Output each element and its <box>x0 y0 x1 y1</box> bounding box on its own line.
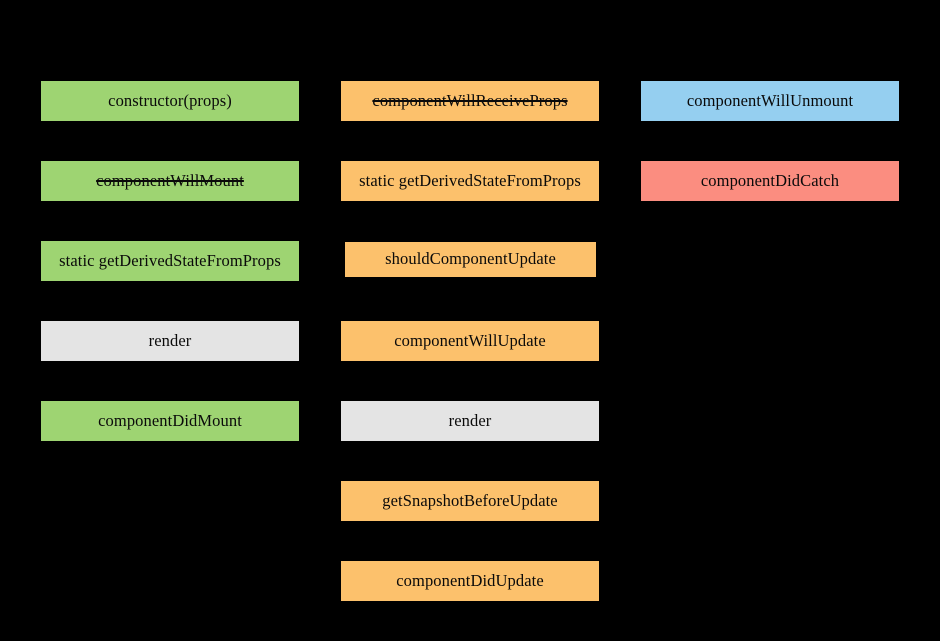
lifecycle-box-get-derived-state-from-props-update: static getDerivedStateFromProps <box>341 161 599 201</box>
lifecycle-box-should-component-update: shouldComponentUpdate <box>345 242 596 277</box>
lifecycle-box-component-did-update: componentDidUpdate <box>341 561 599 601</box>
lifecycle-box-component-will-mount: componentWillMount <box>41 161 299 201</box>
lifecycle-box-get-snapshot-before-update: getSnapshotBeforeUpdate <box>341 481 599 521</box>
lifecycle-box-label: render <box>448 410 492 430</box>
lifecycle-box-component-did-mount: componentDidMount <box>41 401 299 441</box>
lifecycle-box-label: componentWillUpdate <box>394 330 546 350</box>
lifecycle-box-label: componentWillMount <box>96 170 244 190</box>
lifecycle-box-render-update: render <box>341 401 599 441</box>
lifecycle-box-label: componentDidCatch <box>700 170 840 190</box>
lifecycle-box-component-will-receive-props: componentWillReceiveProps <box>341 81 599 121</box>
lifecycle-box-label: constructor(props) <box>108 90 232 110</box>
lifecycle-box-component-will-unmount: componentWillUnmount <box>641 81 899 121</box>
lifecycle-box-label: static getDerivedStateFromProps <box>359 170 581 190</box>
lifecycle-box-render-mount: render <box>41 321 299 361</box>
lifecycle-box-component-did-catch: componentDidCatch <box>641 161 899 201</box>
lifecycle-box-label: componentDidUpdate <box>396 570 544 590</box>
lifecycle-box-label: componentWillUnmount <box>686 90 854 110</box>
lifecycle-box-constructor: constructor(props) <box>41 81 299 121</box>
lifecycle-box-label: static getDerivedStateFromProps <box>59 250 281 270</box>
lifecycle-box-label: render <box>148 330 192 350</box>
lifecycle-box-label: componentDidMount <box>98 410 242 430</box>
lifecycle-box-get-derived-state-from-props-mount: static getDerivedStateFromProps <box>41 241 299 281</box>
lifecycle-box-component-will-update: componentWillUpdate <box>341 321 599 361</box>
lifecycle-box-label: getSnapshotBeforeUpdate <box>382 490 558 510</box>
lifecycle-box-label: shouldComponentUpdate <box>385 249 556 269</box>
lifecycle-box-label: componentWillReceiveProps <box>372 90 568 110</box>
